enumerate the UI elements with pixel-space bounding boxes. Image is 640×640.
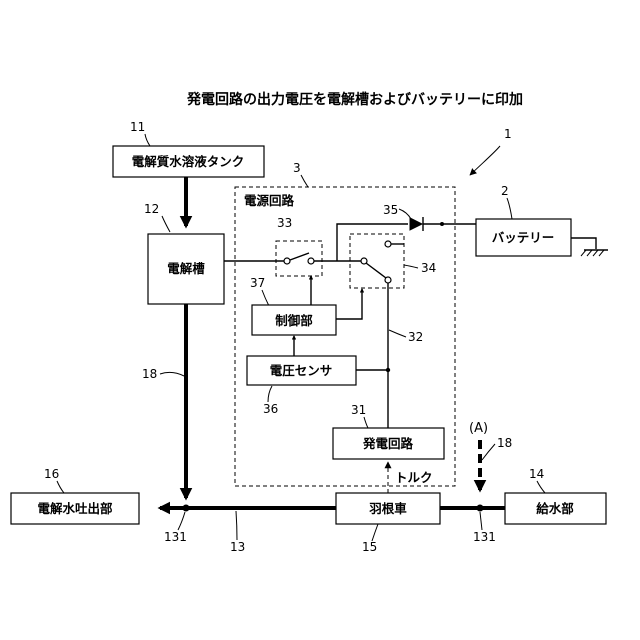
ref-power-circuit: 3	[293, 161, 301, 175]
ref-outlet-leader	[57, 481, 64, 493]
ref-sensor: 36	[263, 402, 278, 416]
ref-junction-right: 131	[473, 530, 496, 544]
ref-diode-leader	[399, 209, 411, 219]
ref-outlet: 16	[44, 467, 59, 481]
electrolyzer-label: 電解槽	[167, 261, 205, 276]
switch-34-blade	[366, 263, 386, 278]
ref-electrolyzer-leader	[162, 216, 170, 232]
switch-33-blade	[290, 253, 309, 260]
ref-tank-leader	[145, 134, 150, 146]
ref-line-32-leader	[389, 330, 406, 337]
ref-supply: 14	[529, 467, 544, 481]
outlet-label: 電解水吐出部	[37, 501, 113, 516]
junction-right	[477, 505, 484, 512]
ref-branch-pipe-b-leader	[482, 444, 495, 460]
power-circuit-label: 電源回路	[244, 193, 295, 208]
ref-branch-pipe-a: 18	[142, 367, 157, 381]
controller-to-switch34	[336, 289, 362, 319]
annotation-a: (A)	[469, 421, 488, 436]
ref-system: 1	[504, 127, 512, 141]
ref-controller: 37	[250, 276, 265, 290]
ref-junction-left: 131	[164, 530, 187, 544]
switch-33-contact-a	[284, 258, 290, 264]
ref-controller-leader	[262, 290, 269, 306]
ref-supply-leader	[537, 481, 545, 493]
switch-34-contact-top	[385, 241, 391, 247]
ref-switch-34-leader	[404, 265, 418, 268]
controller-label: 制御部	[275, 313, 313, 328]
ref-battery-leader	[507, 198, 512, 219]
ref-main-pipe: 13	[230, 540, 245, 554]
switch-33-boundary	[276, 241, 322, 276]
ref-power-circuit-leader	[301, 175, 308, 187]
system-arrow	[470, 146, 500, 175]
ref-generator-leader	[364, 417, 368, 428]
diagram-title: 発電回路の出力電圧を電解槽およびバッテリーに印加	[186, 91, 523, 108]
wire-battery-ground	[571, 238, 596, 249]
ref-main-pipe-leader	[236, 511, 237, 540]
electrolyte-tank-label: 電解質水溶液タンク	[132, 154, 245, 169]
ref-diode: 35	[383, 203, 398, 217]
ref-line-32: 32	[408, 330, 423, 344]
ref-switch-33: 33	[277, 216, 292, 230]
ref-impeller-leader	[372, 524, 378, 541]
supply-label: 給水部	[536, 501, 574, 516]
ref-sensor-leader	[268, 386, 272, 402]
voltage-sensor-label: 電圧センサ	[270, 363, 333, 378]
diode-symbol	[410, 218, 422, 230]
ref-generator: 31	[351, 403, 366, 417]
ref-junction-left-leader	[178, 512, 185, 530]
diode-junction	[440, 222, 444, 226]
battery-label: バッテリー	[492, 230, 555, 245]
ref-impeller: 15	[362, 540, 377, 554]
ref-switch-34: 34	[421, 261, 436, 275]
junction-left	[183, 505, 190, 512]
ref-battery: 2	[501, 184, 509, 198]
ref-branch-pipe-a-leader	[160, 372, 184, 376]
torque-label: トルク	[395, 470, 433, 485]
ref-branch-pipe-b: 18	[497, 436, 512, 450]
wire-to-diode	[337, 224, 408, 261]
impeller-label: 羽根車	[369, 501, 407, 516]
ref-junction-right-leader	[480, 512, 482, 530]
ref-electrolyzer: 12	[144, 202, 159, 216]
ground-hatch	[581, 250, 604, 256]
generator-label: 発電回路	[362, 436, 414, 451]
switch-33-contact-b	[308, 258, 314, 264]
ref-tank: 11	[130, 120, 145, 134]
